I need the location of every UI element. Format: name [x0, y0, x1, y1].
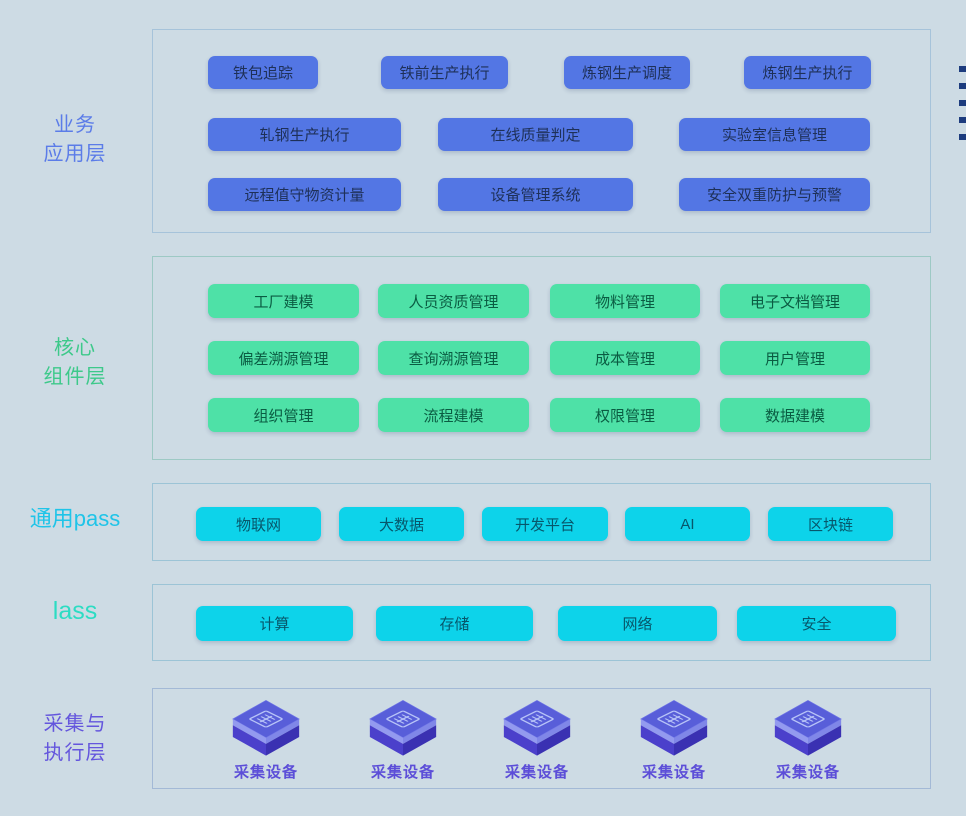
diagram-node: 组织管理 — [208, 398, 359, 432]
diagram-node: 在线质量判定 — [438, 118, 633, 151]
device-cube-icon — [773, 699, 843, 757]
panel-business-apps: 铁包追踪 铁前生产执行 炼钢生产调度 炼钢生产执行 轧钢生产执行 在线质量判定 … — [152, 29, 931, 233]
diagram-node: 安全 — [737, 606, 896, 641]
edge-mark-decoration — [959, 117, 966, 123]
diagram-node: 流程建模 — [378, 398, 529, 432]
edge-mark-decoration — [959, 134, 966, 140]
label-line: 执行层 — [43, 742, 107, 764]
label-line: 通用pass — [29, 506, 121, 531]
collection-device: 采集设备 — [211, 699, 321, 782]
edge-mark-decoration — [959, 100, 966, 106]
label-line: 采集与 — [43, 713, 107, 735]
layer-label-collection-execution: 采集与 执行层 — [0, 710, 150, 768]
layer-label-core-components: 核心 组件层 — [0, 334, 150, 392]
panel-collection-execution: 采集设备 采集设备 采集设备 采集设备 采集设备 — [152, 688, 931, 789]
diagram-node: 开发平台 — [482, 507, 608, 541]
diagram-node: 炼钢生产调度 — [564, 56, 690, 89]
device-label: 采集设备 — [775, 764, 840, 781]
label-line: 组件层 — [43, 366, 107, 388]
diagram-node: 存储 — [376, 606, 533, 641]
diagram-node: 偏差溯源管理 — [208, 341, 359, 375]
collection-device: 采集设备 — [482, 699, 592, 782]
layer-label-business-apps: 业务 应用层 — [0, 111, 150, 169]
diagram-node: 区块链 — [768, 507, 893, 541]
diagram-node: 物联网 — [196, 507, 321, 541]
label-line: 应用层 — [43, 143, 107, 165]
diagram-node: 网络 — [558, 606, 717, 641]
device-label: 采集设备 — [641, 764, 706, 781]
diagram-node: 设备管理系统 — [438, 178, 633, 211]
panel-common-paas: 物联网 大数据 开发平台 AI 区块链 — [152, 483, 931, 561]
device-cube-icon — [231, 699, 301, 757]
label-line: 核心 — [54, 337, 96, 359]
edge-mark-decoration — [959, 83, 966, 89]
diagram-node: 权限管理 — [550, 398, 700, 432]
diagram-node: 计算 — [196, 606, 353, 641]
diagram-node: 电子文档管理 — [720, 284, 870, 318]
panel-core-components: 工厂建模 人员资质管理 物料管理 电子文档管理 偏差溯源管理 查询溯源管理 成本… — [152, 256, 931, 460]
panel-iaas: 计算 存储 网络 安全 — [152, 584, 931, 661]
diagram-node: 实验室信息管理 — [679, 118, 870, 151]
device-label: 采集设备 — [233, 764, 298, 781]
collection-device: 采集设备 — [348, 699, 458, 782]
diagram-node: 用户管理 — [720, 341, 870, 375]
device-label: 采集设备 — [370, 764, 435, 781]
device-cube-icon — [368, 699, 438, 757]
device-cube-icon — [502, 699, 572, 757]
diagram-node: 物料管理 — [550, 284, 700, 318]
diagram-node: 工厂建模 — [208, 284, 359, 318]
label-line: 业务 — [54, 114, 96, 136]
diagram-node: 远程值守物资计量 — [208, 178, 401, 211]
device-label: 采集设备 — [504, 764, 569, 781]
layer-label-iaas: lass — [0, 597, 150, 626]
diagram-node: 轧钢生产执行 — [208, 118, 401, 151]
diagram-node: 炼钢生产执行 — [744, 56, 871, 89]
diagram-node: 安全双重防护与预警 — [679, 178, 870, 211]
diagram-node: 查询溯源管理 — [378, 341, 529, 375]
diagram-node: 数据建模 — [720, 398, 870, 432]
diagram-node: 大数据 — [339, 507, 464, 541]
collection-device: 采集设备 — [753, 699, 863, 782]
diagram-node: AI — [625, 507, 750, 541]
diagram-node: 成本管理 — [550, 341, 700, 375]
device-cube-icon — [639, 699, 709, 757]
diagram-node: 人员资质管理 — [378, 284, 529, 318]
label-line: lass — [52, 597, 98, 625]
edge-mark-decoration — [959, 66, 966, 72]
collection-device: 采集设备 — [619, 699, 729, 782]
layer-label-common-paas: 通用pass — [0, 504, 150, 533]
diagram-node: 铁包追踪 — [208, 56, 318, 89]
diagram-node: 铁前生产执行 — [381, 56, 508, 89]
